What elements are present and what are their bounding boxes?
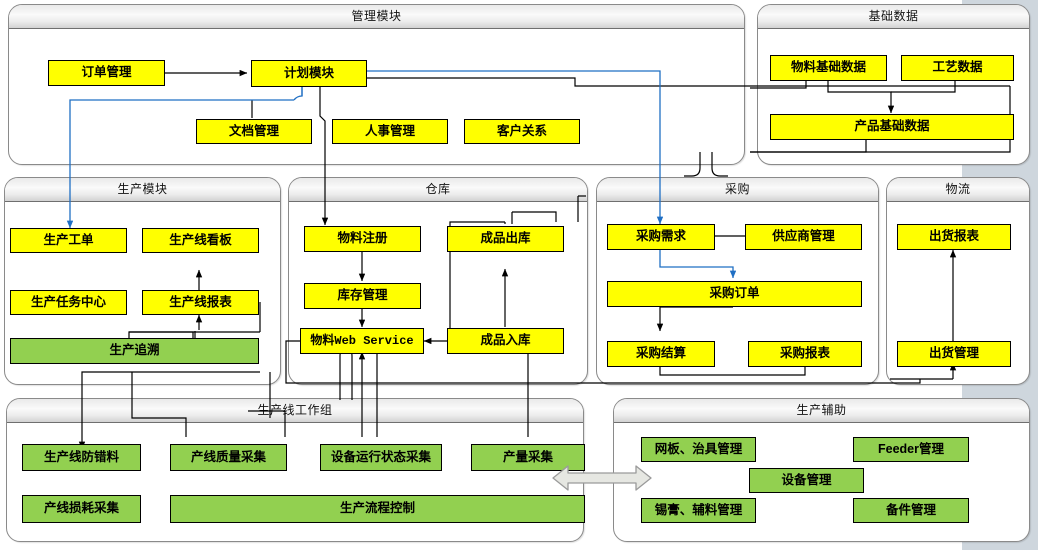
node-production-trace[interactable]: 生产追溯 (10, 338, 259, 364)
node-production-line-report[interactable]: 生产线报表 (142, 290, 259, 315)
node-production-task-center[interactable]: 生产任务中心 (10, 290, 127, 315)
node-process-control[interactable]: 生产流程控制 (170, 495, 585, 523)
node-product-basic-data[interactable]: 产品基础数据 (770, 114, 1014, 140)
panel-basic-data: 基础数据 (757, 4, 1030, 165)
panel-title-warehouse: 仓库 (289, 178, 587, 202)
node-line-quality-capture[interactable]: 产线质量采集 (170, 444, 287, 471)
panel-title-production: 生产模块 (5, 178, 280, 202)
node-material-web-service[interactable]: 物料Web Service (300, 328, 424, 354)
node-stencil-fixture-mgmt[interactable]: 网板、治具管理 (641, 437, 756, 462)
node-supplier-mgmt[interactable]: 供应商管理 (745, 224, 862, 250)
panel-title-basic-data: 基础数据 (758, 5, 1029, 29)
node-order-mgmt[interactable]: 订单管理 (48, 60, 165, 86)
panel-title-logistics: 物流 (887, 178, 1029, 202)
node-material-basic-data[interactable]: 物料基础数据 (770, 55, 887, 81)
node-production-work-order[interactable]: 生产工单 (10, 228, 127, 253)
node-shipping-report[interactable]: 出货报表 (897, 224, 1011, 250)
node-line-loss-capture[interactable]: 产线损耗采集 (22, 495, 141, 523)
node-purchase-requirement[interactable]: 采购需求 (607, 224, 715, 250)
node-customer-rel[interactable]: 客户关系 (464, 119, 580, 144)
panel-title-production-support: 生产辅助 (614, 399, 1029, 423)
node-shipping-mgmt[interactable]: 出货管理 (897, 341, 1011, 367)
node-purchase-settlement[interactable]: 采购结算 (607, 341, 715, 367)
node-line-error-proofing[interactable]: 生产线防错料 (22, 444, 141, 471)
node-purchase-order[interactable]: 采购订单 (607, 281, 862, 307)
panel-title-line-workgroup: 生产线工作组 (7, 399, 583, 423)
node-hr-mgmt[interactable]: 人事管理 (332, 119, 448, 144)
node-inventory-mgmt[interactable]: 库存管理 (304, 283, 421, 309)
node-purchase-report[interactable]: 采购报表 (748, 341, 862, 367)
node-equipment-mgmt[interactable]: 设备管理 (749, 468, 864, 493)
panel-title-management: 管理模块 (9, 5, 744, 29)
node-finished-inbound[interactable]: 成品入库 (447, 328, 564, 354)
panel-title-purchasing: 采购 (597, 178, 878, 202)
node-spare-parts-mgmt[interactable]: 备件管理 (853, 498, 969, 523)
node-production-line-board[interactable]: 生产线看板 (142, 228, 259, 253)
node-solder-aux-mgmt[interactable]: 锡膏、辅料管理 (641, 498, 756, 523)
node-material-register[interactable]: 物料注册 (304, 226, 421, 252)
node-equipment-status-capture[interactable]: 设备运行状态采集 (320, 444, 442, 471)
node-process-data[interactable]: 工艺数据 (901, 55, 1014, 81)
node-finished-outbound[interactable]: 成品出库 (447, 226, 564, 252)
node-feeder-mgmt[interactable]: Feeder管理 (853, 437, 969, 462)
node-plan-module[interactable]: 计划模块 (251, 60, 367, 87)
node-output-capture[interactable]: 产量采集 (471, 444, 585, 471)
node-doc-mgmt[interactable]: 文档管理 (196, 119, 312, 144)
